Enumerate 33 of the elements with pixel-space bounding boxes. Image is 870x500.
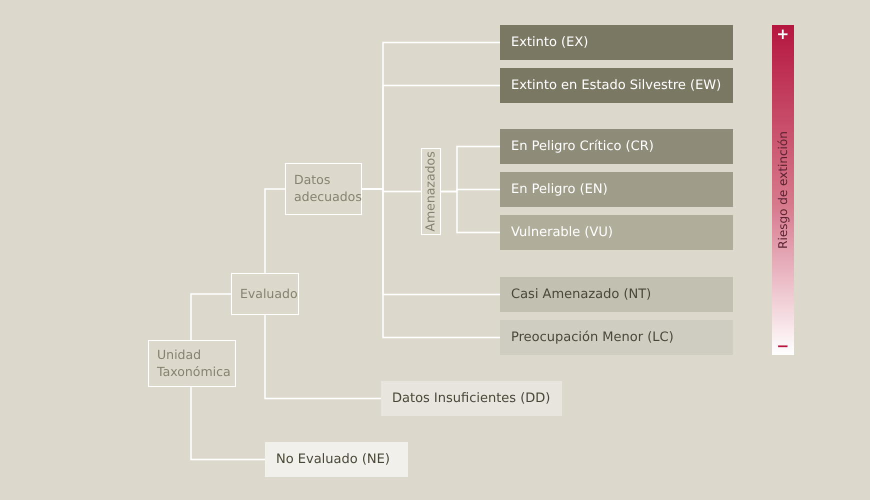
- category-box: [500, 215, 733, 250]
- node-label: Casi Amenazado (NT): [511, 287, 652, 302]
- scale-sign: +: [776, 25, 790, 43]
- category-box: [381, 381, 562, 416]
- group-box: [231, 273, 299, 315]
- connector-line: [264, 315, 381, 400]
- node-label: Datos adecuados: [294, 172, 362, 206]
- category-box: [500, 129, 733, 164]
- group-box: [148, 340, 236, 387]
- node-label: Evaluado: [240, 286, 298, 302]
- node-label: Extinto en Estado Silvestre (EW): [511, 78, 722, 93]
- node-label: Amenazados: [422, 151, 439, 232]
- category-box: [500, 25, 733, 60]
- category-box: [500, 277, 733, 312]
- axis-label: Riesgo de extinción: [776, 131, 790, 249]
- node-label: En Peligro (EN): [511, 182, 608, 197]
- node-label: Datos Insuficientes (DD): [392, 391, 550, 406]
- category-box: [500, 68, 733, 103]
- group-box: [285, 163, 362, 215]
- node-label: No Evaluado (NE): [276, 452, 390, 467]
- node-label: Unidad Taxonómica: [157, 346, 231, 380]
- category-box: [265, 442, 408, 477]
- connector-line: [441, 190, 500, 234]
- connector-line: [190, 293, 231, 340]
- category-box: [500, 172, 733, 207]
- node-label: Extinto (EX): [511, 35, 588, 50]
- category-box: [500, 320, 733, 355]
- node-label: Vulnerable (VU): [511, 225, 613, 240]
- connector-line: [264, 188, 285, 273]
- connector-line: [190, 387, 265, 460]
- node-label: Preocupación Menor (LC): [511, 330, 674, 345]
- scale-sign: −: [776, 337, 790, 355]
- node-label: En Peligro Crítico (CR): [511, 139, 654, 154]
